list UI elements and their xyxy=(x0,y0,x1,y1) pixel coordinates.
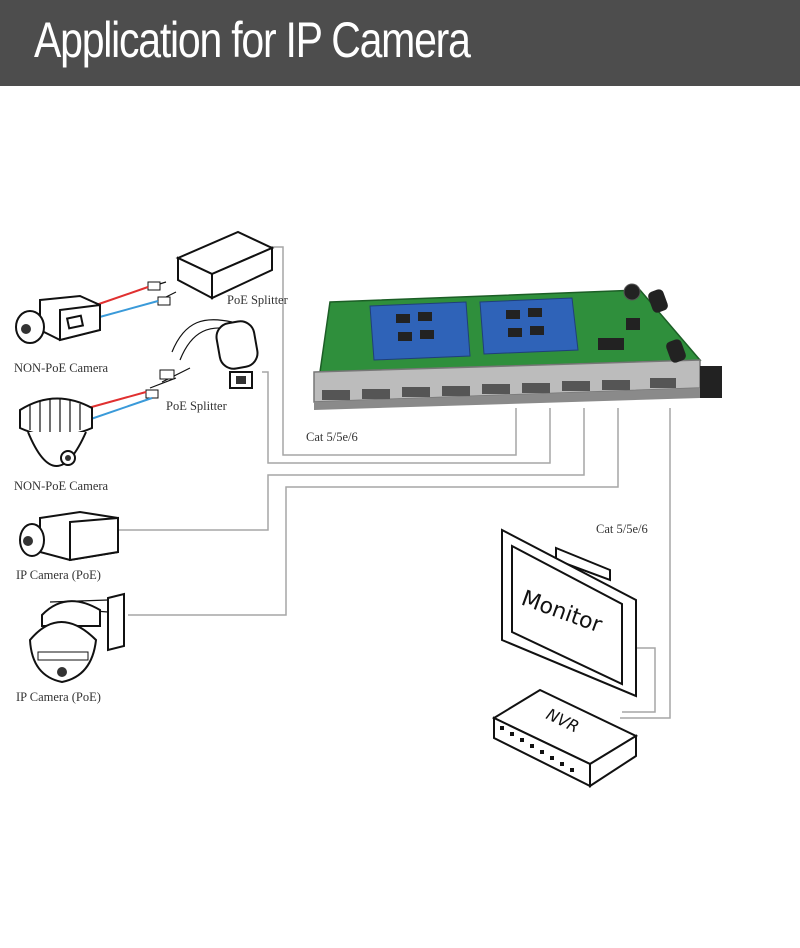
poe-splitter-cable-icon xyxy=(145,319,259,399)
title-banner: Application for IP Camera xyxy=(0,0,800,86)
cable-ipcam2-to-switch xyxy=(128,408,619,616)
non-poe-camera-label-1: NON-PoE Camera xyxy=(14,361,109,375)
non-poe-camera-label-2: NON-PoE Camera xyxy=(14,479,109,493)
monitor-icon: Monitor xyxy=(501,528,637,698)
poe-splitter-box xyxy=(147,230,275,306)
power-wire-2 xyxy=(87,391,147,409)
poe-switch-board-icon xyxy=(313,283,722,410)
cable-label-1: Cat 5/5e/6 xyxy=(306,430,358,444)
ip-camera-label-2: IP Camera (PoE) xyxy=(16,690,101,704)
cable-splitter2-to-switch xyxy=(262,371,551,464)
ip-bullet-camera-icon xyxy=(19,510,119,562)
poe-splitter-label-2: PoE Splitter xyxy=(166,399,228,413)
ip-ptz-camera-icon xyxy=(28,592,125,684)
cable-ipcam1-to-switch xyxy=(118,408,585,531)
non-poe-dome-camera-icon xyxy=(19,397,93,467)
data-wire-2 xyxy=(87,397,153,421)
cable-splitter1-to-switch xyxy=(262,246,517,456)
nvr-icon: NVR xyxy=(491,688,639,788)
non-poe-bullet-camera-icon xyxy=(15,294,101,344)
ip-camera-label-1: IP Camera (PoE) xyxy=(16,568,101,582)
poe-splitter-label-1: PoE Splitter xyxy=(227,293,289,307)
page-title: Application for IP Camera xyxy=(34,12,471,68)
cable-label-2: Cat 5/5e/6 xyxy=(596,522,648,536)
cable-uplink-to-nvr xyxy=(620,408,671,719)
power-wire-1 xyxy=(95,286,149,306)
data-wire-1 xyxy=(95,300,159,319)
